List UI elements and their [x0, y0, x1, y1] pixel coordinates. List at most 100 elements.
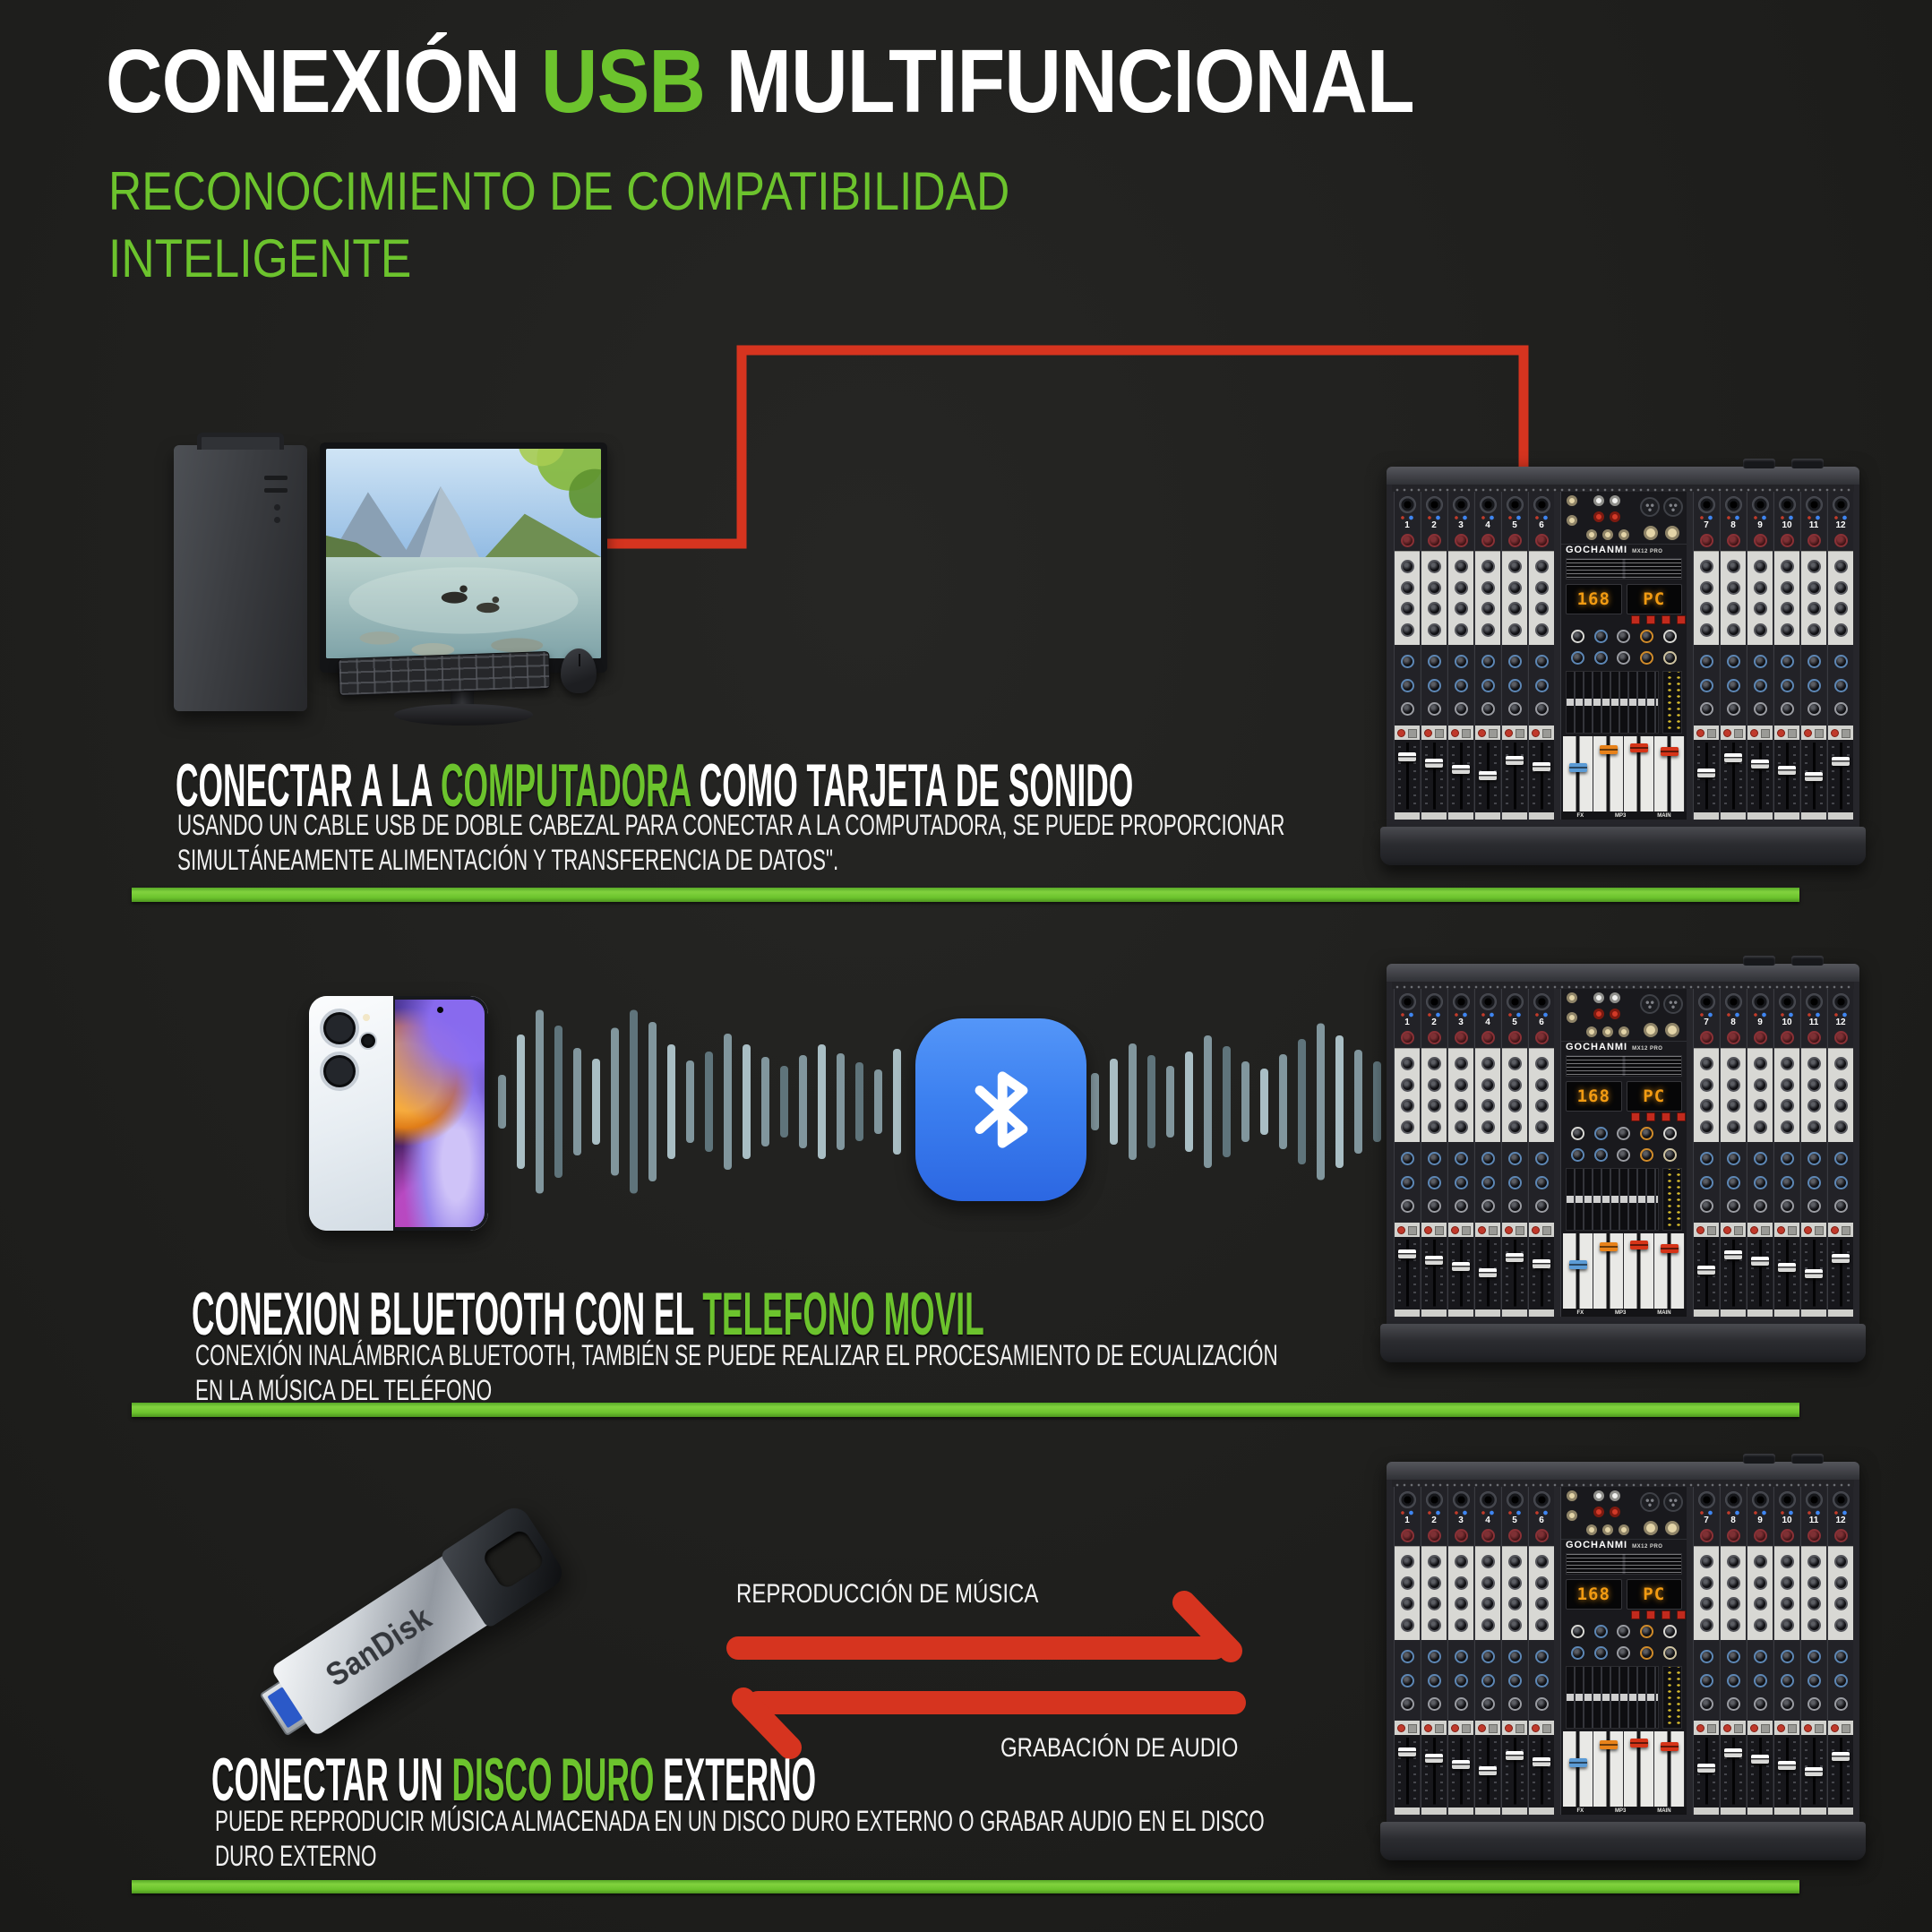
channel-label-strip — [1721, 1309, 1746, 1317]
channel-fader — [1747, 1735, 1773, 1807]
master-fader — [1593, 1731, 1624, 1807]
mixer-channel: 5 — [1501, 492, 1527, 820]
master-fader — [1624, 1233, 1654, 1309]
mixer-base — [1380, 1822, 1866, 1860]
audio-waveform — [498, 1009, 1381, 1194]
channel-label-strip — [1395, 1309, 1420, 1317]
combo-jack-icon — [1398, 993, 1416, 1010]
gain-knob-icon — [1400, 1031, 1414, 1044]
gain-knob-icon — [1753, 1529, 1767, 1542]
pc-tower — [174, 433, 307, 711]
center-label: FX — [1576, 1807, 1584, 1814]
gain-knob-icon — [1726, 1031, 1740, 1044]
master-fader — [1624, 736, 1654, 811]
combo-jack-icon — [1724, 993, 1742, 1010]
aux-knobs — [1747, 1142, 1773, 1223]
combo-jack-icon — [1832, 1491, 1850, 1508]
section-divider-1 — [132, 888, 1799, 902]
channel-fader — [1721, 1237, 1746, 1309]
aux-knobs — [1828, 1640, 1853, 1721]
channel-label-strip — [1747, 1309, 1773, 1317]
xlr-output-icon — [1663, 1492, 1683, 1512]
aux-knobs — [1475, 1640, 1500, 1721]
xlr-output-icon — [1640, 994, 1660, 1014]
mixer-display-right: PC — [1626, 584, 1682, 614]
center-knob-row — [1561, 1642, 1687, 1663]
aux-knobs — [1448, 1640, 1473, 1721]
channel-leds-icon — [1529, 1510, 1554, 1516]
mixer-brand: GOCHANMI — [1566, 1540, 1628, 1550]
mute-strip — [1774, 1721, 1799, 1735]
mute-strip — [1828, 1721, 1853, 1735]
channel-fader — [1801, 1735, 1826, 1807]
mixer-top-edge — [1387, 1462, 1859, 1480]
channel-number: 2 — [1431, 1018, 1437, 1027]
channel-fader — [1448, 1237, 1473, 1309]
channel-fader — [1721, 1735, 1746, 1807]
aux-knobs — [1502, 1142, 1527, 1223]
channel-fader — [1475, 1735, 1500, 1807]
channel-leds-icon — [1502, 1012, 1527, 1018]
mute-strip — [1529, 1223, 1554, 1237]
eq-knobs — [1529, 1048, 1554, 1142]
mixer-brand-row: GOCHANMI MX12 PRO — [1561, 544, 1687, 556]
eq-knobs — [1448, 551, 1473, 645]
channel-leds-icon — [1774, 1012, 1799, 1018]
mixer-graphic: 1 2 3 4 5 — [1380, 1454, 1866, 1860]
channel-label-strip — [1502, 812, 1527, 820]
xlr-output-icon — [1640, 1492, 1660, 1512]
mixer-channel: 12 — [1827, 989, 1853, 1317]
mixer-body: 1 2 3 4 5 — [1387, 459, 1859, 827]
channel-leds-icon — [1448, 1012, 1473, 1018]
mixer-spec-table — [1566, 558, 1682, 580]
channel-leds-icon — [1395, 515, 1420, 520]
channel-leds-icon — [1721, 1510, 1746, 1516]
mute-strip — [1421, 1223, 1447, 1237]
eq-knobs — [1529, 1546, 1554, 1640]
master-fader — [1563, 1233, 1593, 1309]
mute-strip — [1828, 726, 1853, 740]
channel-fader — [1828, 1237, 1853, 1309]
channel-number: 4 — [1485, 520, 1490, 530]
combo-jack-icon — [1778, 496, 1796, 513]
gain-knob-icon — [1699, 534, 1713, 547]
body-line: EN LA MÚSICA DEL TELÉFONO — [195, 1374, 493, 1407]
mixer-channel: 8 — [1720, 989, 1746, 1317]
mixer-screw-strip — [1392, 485, 1854, 492]
mute-strip — [1747, 1721, 1773, 1735]
eq-knobs — [1475, 551, 1500, 645]
phone-lens-icon — [359, 1032, 377, 1050]
record-arrow-label: GRABACIÓN DE AUDIO — [1000, 1733, 1239, 1763]
gain-knob-icon — [1780, 1031, 1794, 1044]
channel-leds-icon — [1421, 515, 1447, 520]
mixer-graphic: 1 2 3 4 5 — [1380, 459, 1866, 865]
eq-knobs — [1747, 1546, 1773, 1640]
mute-strip — [1721, 726, 1746, 740]
channel-label-strip — [1694, 812, 1719, 820]
mixer-channel: 6 — [1528, 1487, 1554, 1815]
channel-label-strip — [1475, 1807, 1500, 1815]
gain-knob-icon — [1780, 1529, 1794, 1542]
mixer-channel: 10 — [1773, 989, 1799, 1317]
mixer-channel: 7 — [1693, 989, 1719, 1317]
channel-label-strip — [1721, 812, 1746, 820]
heading-highlight: DISCO DURO — [451, 1746, 655, 1814]
gain-knob-icon — [1534, 1031, 1549, 1044]
aux-knobs — [1721, 1142, 1746, 1223]
channel-leds-icon — [1395, 1012, 1420, 1018]
mute-strip — [1448, 1721, 1473, 1735]
aux-knobs — [1694, 645, 1719, 726]
channel-number: 9 — [1757, 1516, 1763, 1525]
mute-strip — [1694, 1721, 1719, 1735]
play-arrow-label: REPRODUCCIÓN DE MÚSICA — [736, 1579, 1039, 1609]
master-fader — [1624, 1731, 1654, 1807]
channel-number: 1 — [1404, 1018, 1410, 1027]
aux-knobs — [1502, 645, 1527, 726]
aux-knobs — [1828, 645, 1853, 726]
center-jacks — [1561, 492, 1687, 544]
channel-fader — [1721, 740, 1746, 812]
mixer-graphic: 1 2 3 4 5 — [1380, 956, 1866, 1362]
aux-knobs — [1694, 1142, 1719, 1223]
gain-knob-icon — [1427, 534, 1441, 547]
aux-knobs — [1421, 1640, 1447, 1721]
